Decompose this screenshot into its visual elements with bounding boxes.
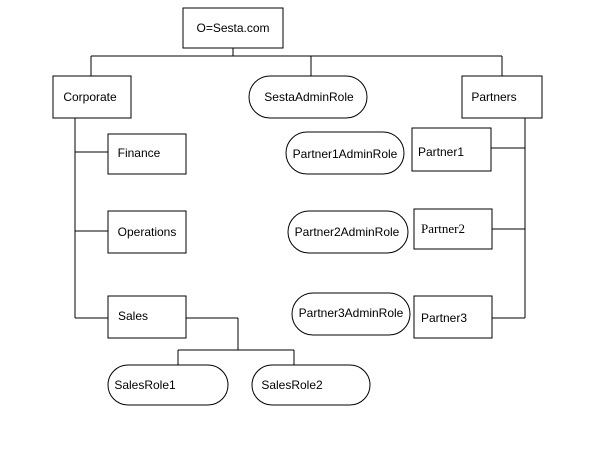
node-partner3-admin-role-label: Partner3AdminRole [299, 306, 404, 320]
node-partners-label: Partners [471, 90, 516, 104]
node-root-label: O=Sesta.com [196, 21, 269, 35]
node-corporate-label: Corporate [63, 90, 117, 104]
node-partner3: Partner3 [413, 295, 493, 339]
node-sesta-admin-role: SestaAdminRole [248, 75, 368, 119]
node-partner1-admin-role: Partner1AdminRole [285, 131, 405, 175]
node-operations-label: Operations [118, 225, 177, 239]
node-partner2: Partner2 [413, 208, 493, 250]
node-sales-role-1-label: SalesRole1 [114, 378, 176, 392]
node-operations: Operations [107, 210, 187, 254]
node-partner3-admin-role: Partner3AdminRole [291, 292, 411, 336]
node-partner1-admin-role-label: Partner1AdminRole [293, 147, 398, 161]
node-finance: Finance [107, 133, 187, 175]
node-sales-role-2-label: SalesRole2 [261, 378, 323, 392]
node-partner1-label: Partner1 [418, 145, 464, 159]
node-partners: Partners [461, 75, 543, 119]
node-finance-label: Finance [118, 146, 161, 160]
node-sales-label: Sales [118, 309, 148, 323]
node-partner2-admin-role: Partner2AdminRole [287, 210, 409, 254]
node-sales: Sales [107, 295, 187, 339]
connectors [74, 48, 526, 365]
node-partner2-label: Partner2 [421, 221, 465, 236]
node-root: O=Sesta.com [182, 7, 284, 49]
node-sesta-admin-role-label: SestaAdminRole [264, 90, 354, 104]
node-sales-role-2: SalesRole2 [251, 364, 371, 406]
node-partner1: Partner1 [411, 127, 492, 172]
node-corporate: Corporate [52, 75, 132, 119]
node-partner3-label: Partner3 [421, 311, 467, 325]
node-sales-role-1: SalesRole1 [107, 364, 229, 406]
node-partner2-admin-role-label: Partner2AdminRole [295, 225, 400, 239]
